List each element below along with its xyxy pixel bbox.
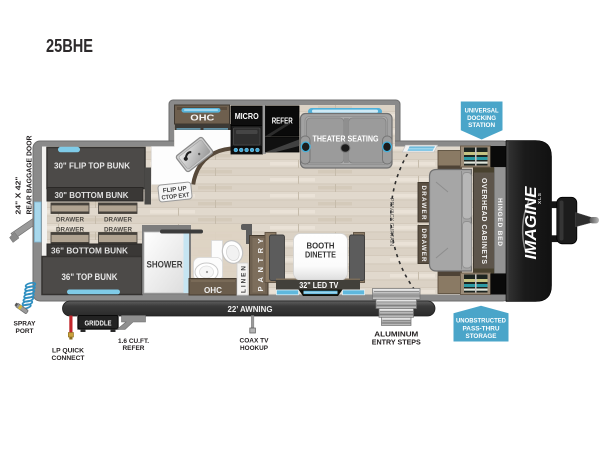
svg-text:HINGED BED: HINGED BED: [496, 198, 503, 246]
svg-text:DOCKING: DOCKING: [467, 115, 496, 122]
svg-text:STATION: STATION: [468, 122, 495, 129]
svg-text:CONNECT: CONNECT: [52, 355, 85, 362]
svg-text:FLIP UP: FLIP UP: [162, 185, 187, 194]
svg-text:ALUMINUM: ALUMINUM: [374, 330, 418, 339]
svg-text:MICRO: MICRO: [235, 112, 259, 121]
svg-text:CTOP EXT: CTOP EXT: [161, 192, 190, 202]
svg-text:LINEN: LINEN: [241, 266, 248, 293]
svg-text:36" BOTTOM BUNK: 36" BOTTOM BUNK: [51, 246, 128, 256]
svg-text:STORAGE: STORAGE: [466, 333, 498, 340]
svg-text:OVERHEAD CABINETS: OVERHEAD CABINETS: [480, 178, 487, 264]
svg-text:32" LED TV: 32" LED TV: [299, 281, 339, 290]
svg-text:REAR BAGGAGE DOOR: REAR BAGGAGE DOOR: [25, 135, 34, 215]
svg-text:HOOKUP: HOOKUP: [240, 345, 269, 352]
svg-text:UNOBSTRUCTED: UNOBSTRUCTED: [456, 318, 506, 325]
svg-text:XLS: XLS: [537, 192, 543, 204]
svg-text:SHOWER: SHOWER: [147, 259, 183, 270]
svg-text:30" BOTTOM BUNK: 30" BOTTOM BUNK: [55, 190, 129, 200]
svg-text:GRIDDLE: GRIDDLE: [85, 320, 112, 327]
svg-text:DINETTE: DINETTE: [305, 250, 337, 259]
svg-text:UNIVERSAL: UNIVERSAL: [465, 107, 499, 114]
svg-text:PRIVACY CURTAIN: PRIVACY CURTAIN: [388, 198, 394, 246]
svg-text:OHC: OHC: [204, 286, 222, 295]
svg-text:DRAWER: DRAWER: [104, 216, 132, 223]
svg-text:ENTRY STEPS: ENTRY STEPS: [372, 338, 421, 347]
svg-text:PASS-THRU: PASS-THRU: [463, 325, 500, 332]
svg-text:COAX TV: COAX TV: [240, 337, 270, 344]
svg-text:DRAWER: DRAWER: [420, 186, 427, 220]
svg-text:BOOTH: BOOTH: [307, 242, 335, 251]
svg-text:30" FLIP TOP BUNK: 30" FLIP TOP BUNK: [54, 161, 130, 171]
svg-text:LP QUICK: LP QUICK: [52, 347, 84, 354]
svg-text:PORT: PORT: [16, 328, 34, 335]
svg-text:OHC: OHC: [190, 114, 214, 123]
svg-text:25BHE: 25BHE: [46, 35, 93, 56]
svg-text:DRAWER: DRAWER: [104, 227, 132, 234]
svg-text:36" TOP BUNK: 36" TOP BUNK: [62, 272, 118, 282]
svg-text:IMAGINE: IMAGINE: [523, 185, 540, 259]
svg-text:REFER: REFER: [123, 345, 145, 352]
svg-text:1.6 CU.FT.: 1.6 CU.FT.: [118, 338, 149, 345]
svg-text:DRAWER: DRAWER: [56, 227, 84, 234]
svg-text:DRAWER: DRAWER: [56, 216, 84, 223]
svg-text:SPRAY: SPRAY: [14, 321, 37, 328]
svg-text:22’ AWNING: 22’ AWNING: [228, 305, 273, 314]
svg-text:DRAWER: DRAWER: [420, 229, 427, 262]
svg-text:THEATER SEATING: THEATER SEATING: [313, 134, 379, 144]
svg-text:24" X 42": 24" X 42": [14, 176, 23, 215]
svg-text:REFER: REFER: [272, 116, 293, 125]
